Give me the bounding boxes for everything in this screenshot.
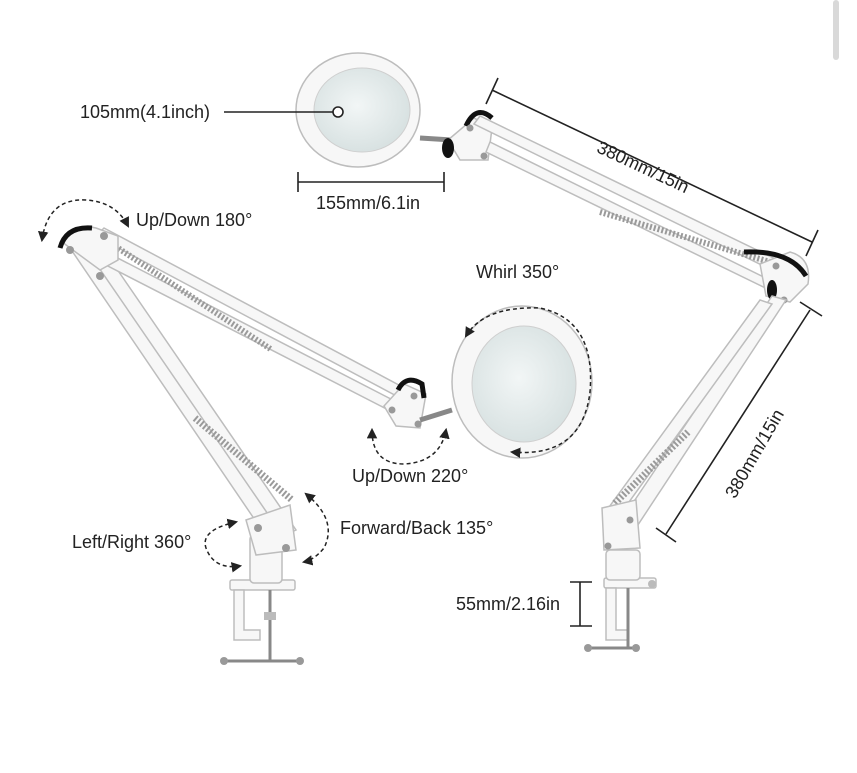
head-diameter-dot: [332, 106, 344, 118]
head-tilt-label: Up/Down 220°: [352, 466, 469, 486]
right-lower-spring: [611, 429, 691, 507]
head-width-label: 155mm/6.1in: [316, 193, 421, 213]
top-joint-rotation-label: Up/Down 180°: [136, 210, 253, 230]
head-whirl-arrow: [464, 307, 592, 458]
right-upper-spring: [599, 209, 771, 265]
scrollbar[interactable]: [833, 0, 839, 60]
lower-joint-tilt-arrow: [301, 492, 329, 566]
right-head-joint: [442, 110, 494, 161]
right-clamp-screw: [584, 580, 656, 652]
lower-joint-tilt-label: Forward/Back 135°: [340, 518, 494, 538]
lower-arm-dimension-line: [665, 309, 811, 535]
right-base-joint: [601, 499, 641, 551]
left-lower-spring: [192, 415, 295, 503]
base-swivel-arrow: [204, 518, 243, 573]
head-tilt-arrow: [366, 427, 450, 465]
head-whirl-label: Whirl 350°: [476, 262, 560, 282]
dimension-marks: [224, 77, 823, 627]
base-swivel-label: Left/Right 360°: [72, 532, 192, 552]
top-joint-rotation-arrow: [37, 199, 129, 243]
left-clamp-screw: [220, 590, 304, 665]
right-lamp: [295, 52, 810, 652]
right-magnifier-head: [295, 52, 453, 168]
upper-arm-dimension-line: [491, 89, 813, 243]
right-clamp: [603, 549, 657, 641]
rotation-arrows: [37, 199, 592, 573]
right-top-joint: [743, 249, 810, 304]
head-diameter-label: 105mm(4.1inch): [80, 102, 211, 122]
left-lower-arm: [68, 239, 298, 549]
left-head-joint: [383, 377, 453, 429]
left-base-joint: [245, 503, 297, 556]
clamp-opening-label: 55mm/2.16in: [456, 594, 561, 614]
